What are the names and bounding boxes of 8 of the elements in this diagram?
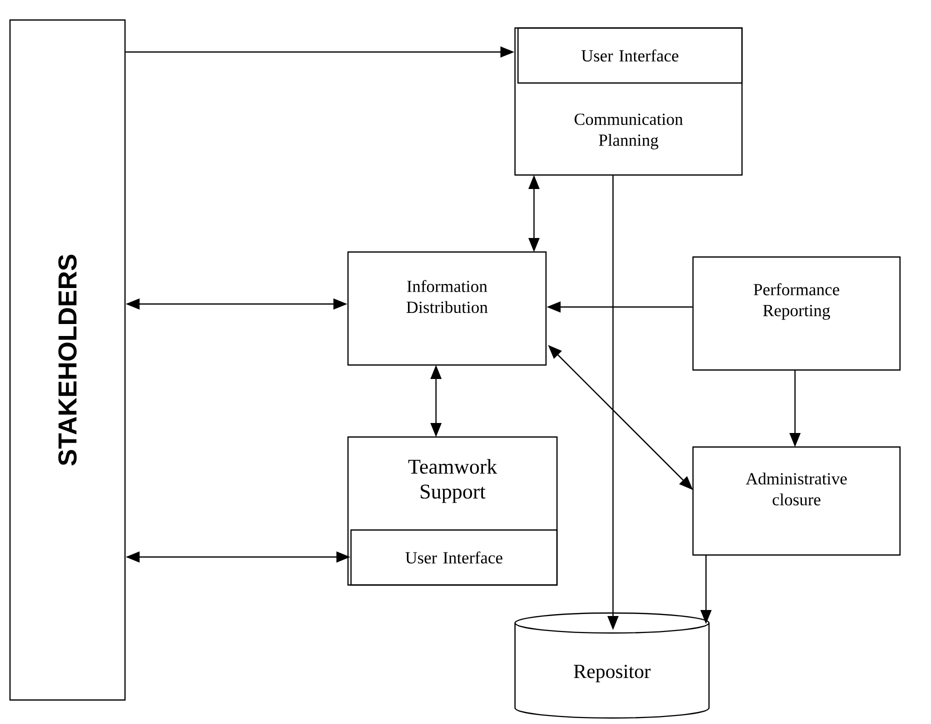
- repository-cylinder: Repositor: [514, 612, 710, 719]
- process-box: Performance Reporting: [692, 256, 901, 371]
- interface-box: User Interface: [350, 529, 558, 586]
- interface-box: User Interface: [517, 27, 743, 84]
- stakeholder-bar: STAKEHOLDERS: [9, 19, 126, 701]
- node-label: Repositor: [574, 664, 651, 682]
- process-box: Administrative closure: [692, 446, 901, 556]
- process-box: Information Distribution: [347, 251, 547, 366]
